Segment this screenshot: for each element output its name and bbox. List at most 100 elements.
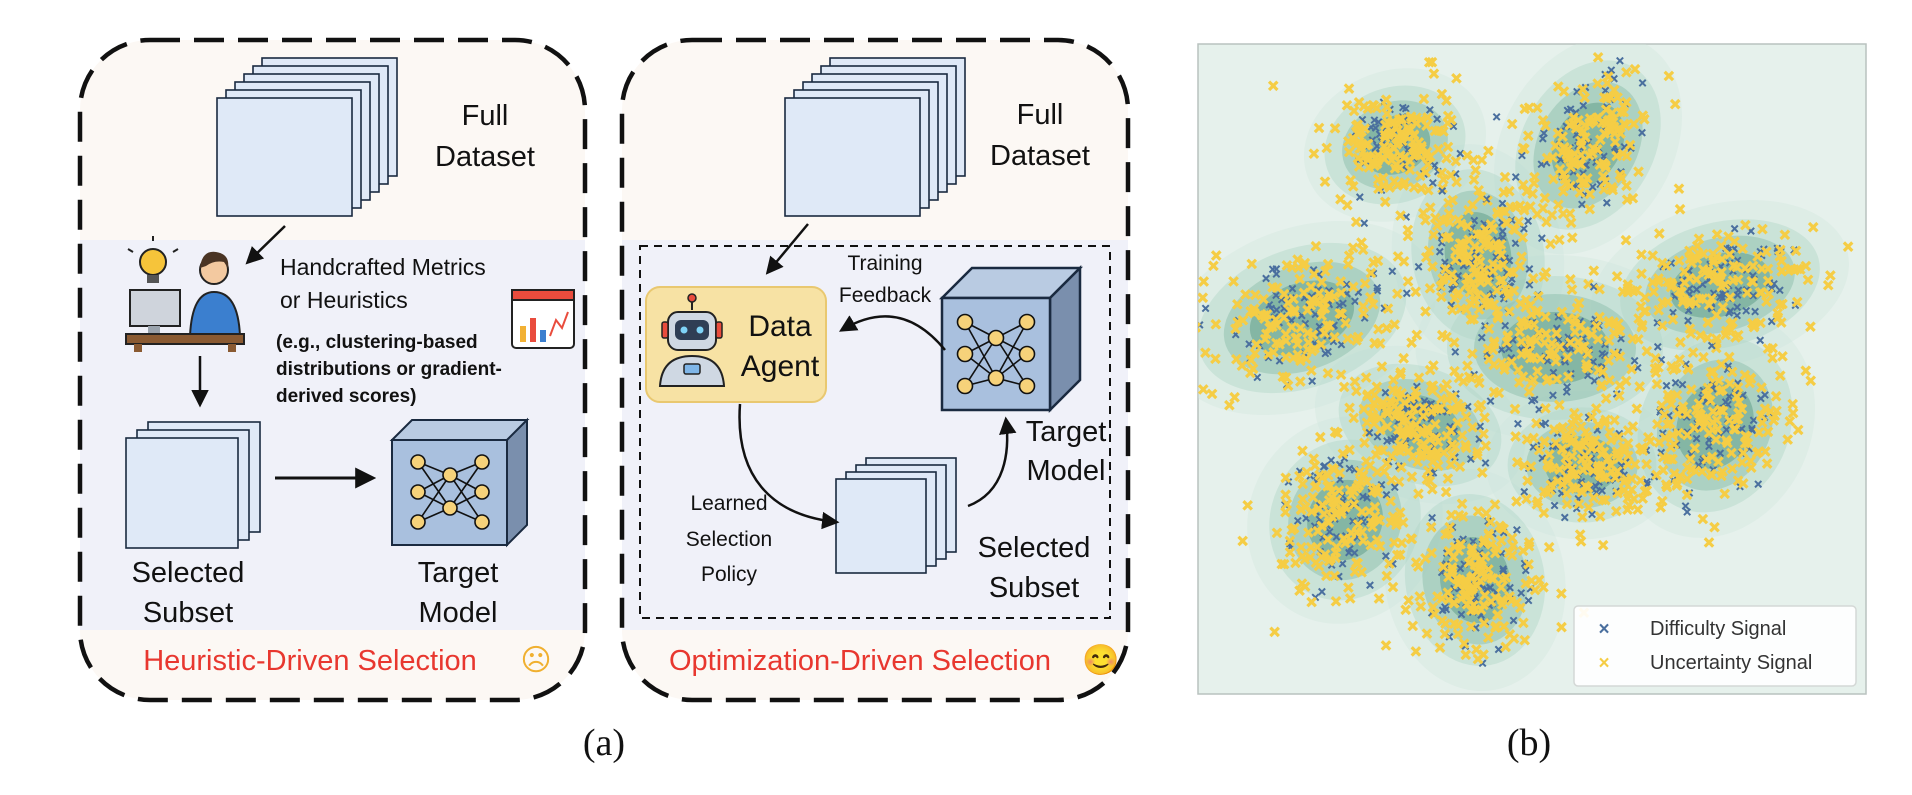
legend-uncertainty-label: Uncertainty Signal <box>1650 652 1812 674</box>
scatter-point <box>1603 121 1615 132</box>
scatter-point <box>1246 258 1258 270</box>
scatter-point <box>1435 247 1444 256</box>
scatter-point <box>1388 151 1400 163</box>
scatter-point <box>1412 561 1424 572</box>
scatter-point <box>1612 92 1623 103</box>
sad-face-icon: ☹ <box>520 644 551 677</box>
scatter-point <box>1635 475 1646 486</box>
scatter-point <box>1647 276 1658 288</box>
scatter-point <box>1792 424 1804 436</box>
scatter-point <box>1393 114 1405 125</box>
scatter-point <box>1392 288 1403 300</box>
scatter-point <box>1198 322 1202 333</box>
scatter-point <box>1588 183 1597 191</box>
scatter-point <box>1537 202 1549 214</box>
scatter-point <box>1245 340 1254 348</box>
handcrafted-metrics-label-2: or Heuristics <box>280 287 408 313</box>
scatter-point <box>1382 421 1393 432</box>
scatter-point <box>1665 281 1677 293</box>
scatter-point <box>1674 203 1686 215</box>
scatter-point <box>1210 250 1222 261</box>
scatter-point <box>1502 330 1513 341</box>
scatter-point <box>1325 527 1334 536</box>
scatter-point <box>1787 398 1799 410</box>
scatter-point <box>1319 549 1331 560</box>
scatter-point <box>1496 599 1508 610</box>
scatter-point <box>1737 447 1749 459</box>
scatter-point <box>1442 587 1454 598</box>
scatter-point <box>1689 422 1700 434</box>
scatter-point <box>1582 348 1594 360</box>
scatter-point <box>1726 463 1738 474</box>
scatter-point <box>1719 488 1731 500</box>
scatter-point <box>1304 552 1316 563</box>
scatter-point <box>1310 240 1322 252</box>
scatter-point <box>1621 96 1632 108</box>
scatter-point <box>1352 152 1364 164</box>
scatter-point <box>1626 363 1638 375</box>
scatter-point <box>1424 202 1436 213</box>
scatter-point <box>1681 473 1693 485</box>
scatter-point <box>1761 246 1772 258</box>
neural-network-cube-icon <box>938 264 1084 414</box>
scatter-point <box>1423 56 1435 68</box>
scatter-point <box>1564 208 1576 219</box>
scatter-point <box>1429 212 1441 224</box>
scatter-point <box>1360 372 1372 383</box>
scatter-point <box>1442 605 1451 614</box>
scatter-point <box>1556 621 1567 633</box>
scatter-point <box>1394 410 1406 421</box>
scatter-point <box>1271 527 1283 539</box>
scatter-point <box>1583 278 1594 290</box>
learned-policy-label-1: Learned <box>690 492 767 515</box>
data-agent-label-2: Agent <box>741 350 820 383</box>
scatter-point <box>1398 352 1409 364</box>
scatter-point <box>1573 157 1585 169</box>
scatter-point <box>1416 448 1428 460</box>
scatter-point <box>1594 511 1606 522</box>
scatter-point <box>1370 116 1379 125</box>
scatter-point <box>1374 118 1383 126</box>
data-agent-label-1: Data <box>748 310 812 343</box>
scatter-point <box>1294 470 1305 482</box>
scatter-point <box>1560 452 1572 463</box>
scatter-point <box>1318 587 1326 596</box>
scatter-point <box>1515 602 1526 614</box>
scatter-point <box>1245 305 1257 317</box>
scatter-point <box>1537 234 1546 243</box>
scatter-point <box>1451 72 1462 84</box>
scatter-point <box>1613 390 1625 402</box>
scatter-point <box>1403 445 1415 457</box>
scatter-point <box>1635 301 1647 312</box>
scatter-point <box>1392 179 1404 191</box>
scatter-point <box>1648 286 1660 298</box>
scatter-point <box>1589 434 1601 446</box>
scatter-point <box>1210 318 1222 330</box>
scatter-point <box>1475 604 1487 616</box>
scatter-point <box>1606 181 1618 193</box>
scatter-point <box>1326 486 1338 497</box>
scatter-point <box>1498 199 1507 208</box>
scatter-point <box>1379 196 1391 208</box>
scatter-point <box>1448 551 1459 563</box>
scatter-point <box>1733 396 1745 408</box>
scatter-point <box>1306 596 1317 608</box>
scatter-point <box>1807 221 1819 233</box>
scatter-point <box>1315 339 1327 350</box>
scatter-point <box>1479 535 1490 546</box>
scatter-point <box>1198 384 1209 395</box>
scatter-point <box>1440 486 1452 498</box>
scatter-point <box>1683 508 1692 516</box>
scatter-point <box>1312 525 1324 537</box>
scatter-point <box>1332 533 1341 541</box>
scatter-point <box>1486 583 1495 592</box>
scatter-point <box>1594 311 1605 323</box>
scatter-point <box>1533 444 1545 456</box>
scatter-point <box>1426 483 1438 495</box>
scatter-point <box>1478 649 1489 660</box>
scatter-point <box>1386 117 1398 128</box>
scatter-point <box>1456 430 1468 441</box>
caption-b: (b) <box>1507 722 1551 764</box>
scatter-point <box>1441 153 1452 164</box>
scatter-point <box>1658 409 1670 420</box>
